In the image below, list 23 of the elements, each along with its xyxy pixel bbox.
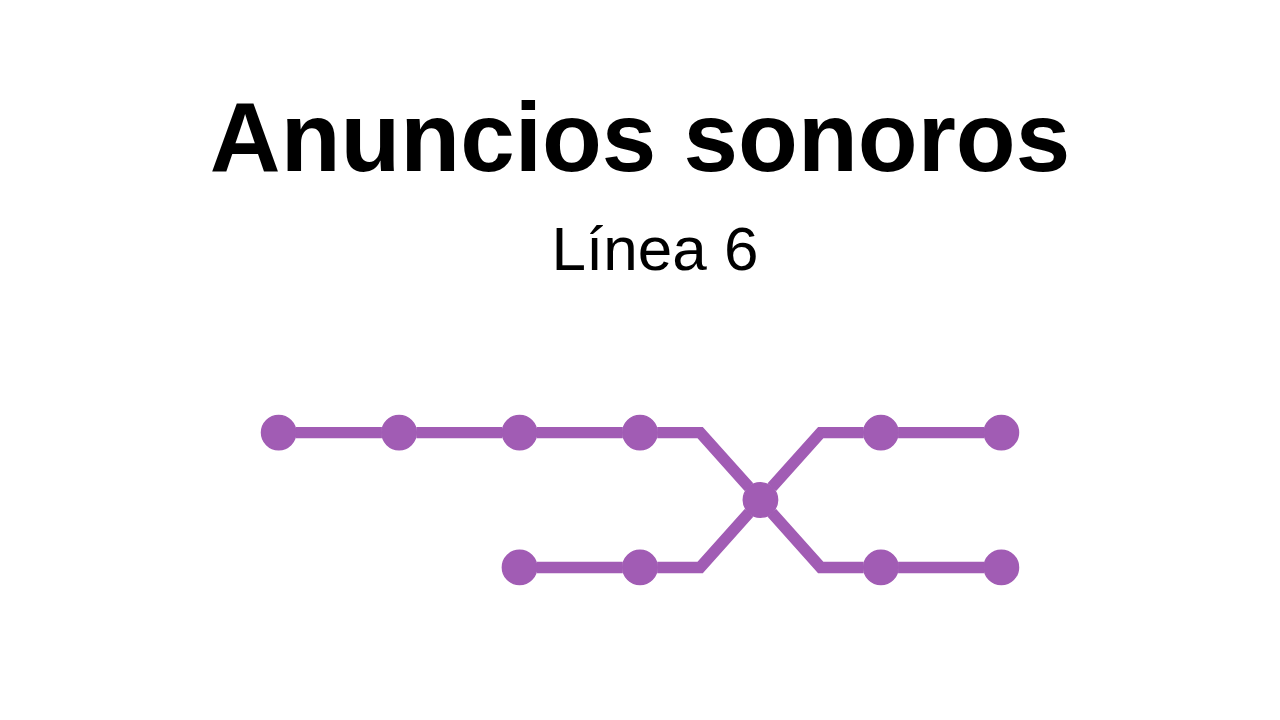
connector (767, 509, 864, 574)
station-circle (742, 482, 779, 518)
title: Anuncios sonoros (209, 82, 1071, 192)
connector (295, 426, 382, 439)
connector (536, 426, 623, 439)
station-circle (381, 414, 418, 451)
connector (767, 426, 864, 491)
connector (536, 561, 623, 574)
station-circle (260, 414, 297, 451)
connector (416, 426, 503, 439)
station-circle (862, 414, 899, 451)
station-circle (622, 549, 658, 586)
station-circle (501, 414, 538, 451)
connector (898, 561, 985, 574)
subtitle: Línea 6 (551, 214, 759, 283)
connector (898, 426, 985, 439)
connector (657, 426, 754, 491)
station-circle (983, 414, 1020, 451)
station-circle (983, 549, 1020, 586)
station-circle (622, 414, 658, 451)
station-circle (501, 549, 538, 586)
connector (657, 509, 754, 574)
station-circle (862, 549, 899, 586)
